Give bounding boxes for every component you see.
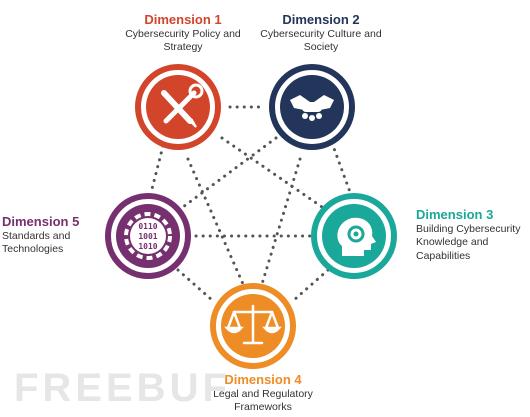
scales-icon — [224, 304, 282, 345]
label-dim3: Dimension 3 Building Cybersecurity Knowl… — [416, 207, 528, 263]
connector-1-3 — [220, 136, 324, 209]
connector-2-4 — [260, 157, 302, 286]
tools-icon — [161, 83, 204, 128]
connector-1-4 — [186, 157, 245, 286]
node-dim5: 0110 1001 1010 — [105, 193, 191, 279]
node-dim3 — [311, 193, 397, 279]
dim4-description: Legal and Regulatory Frameworks — [213, 388, 313, 414]
connector-3-4 — [292, 268, 330, 302]
dim4-title: Dimension 4 — [224, 372, 302, 387]
label-dim5: Dimension 5 Standards and Technologies — [2, 214, 88, 257]
handshake-icon — [290, 95, 334, 121]
svg-text:0110: 0110 — [138, 222, 157, 231]
svg-text:1010: 1010 — [138, 242, 157, 251]
binary-gear-icon: 0110 1001 1010 — [124, 212, 172, 260]
dim2-description: Cybersecurity Culture and Society — [260, 28, 382, 54]
svg-text:1001: 1001 — [138, 232, 157, 241]
connector-2-3 — [330, 141, 352, 194]
dim5-title: Dimension 5 — [2, 214, 80, 229]
dim1-title: Dimension 1 — [144, 12, 222, 27]
connectors — [150, 105, 352, 302]
label-dim2: Dimension 2 Cybersecurity Culture and So… — [256, 12, 386, 55]
dim3-title: Dimension 3 — [416, 207, 494, 222]
connector-2-5 — [181, 136, 278, 209]
node-dim1 — [135, 64, 221, 150]
dim1-description: Cybersecurity Policy and Strategy — [125, 28, 241, 54]
node-dim2 — [269, 64, 355, 150]
label-dim1: Dimension 1 Cybersecurity Policy and Str… — [118, 12, 248, 55]
watermark: FREEBUF — [14, 366, 231, 410]
label-dim4: Dimension 4 Legal and Regulatory Framewo… — [198, 372, 328, 415]
dim3-description: Building Cybersecurity Knowledge and Cap… — [416, 223, 521, 262]
dim2-title: Dimension 2 — [282, 12, 360, 27]
dim5-description: Standards and Technologies — [2, 230, 71, 256]
connector-5-4 — [176, 268, 214, 302]
connector-1-5 — [150, 144, 165, 191]
node-dim4 — [210, 283, 296, 369]
head-gear-icon — [337, 217, 376, 256]
